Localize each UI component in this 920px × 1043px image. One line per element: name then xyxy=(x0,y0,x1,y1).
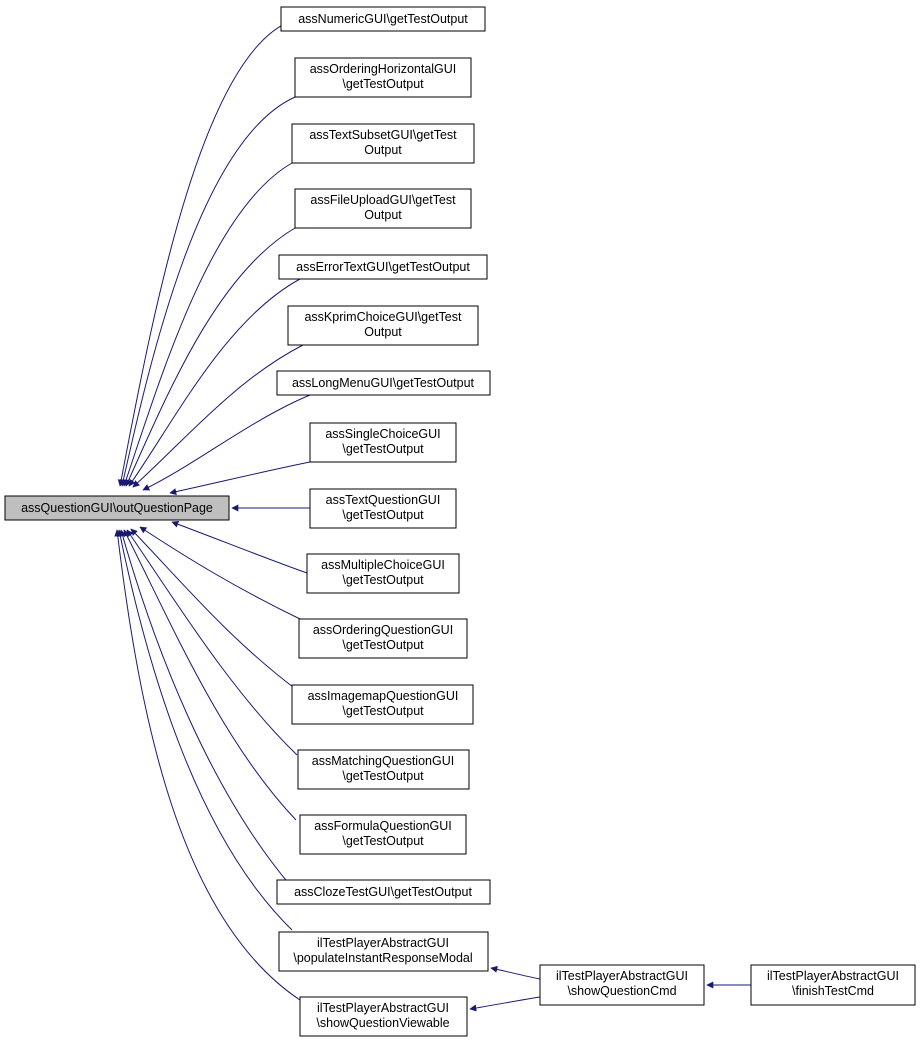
call-edge-18 xyxy=(469,996,541,1012)
caller-node-label: assNumericGUI\getTestOutput xyxy=(298,12,468,26)
call-edge-17 xyxy=(490,965,541,980)
caller-node-label: assClozeTestGUI\getTestOutput xyxy=(294,885,472,899)
caller-node-label: Output xyxy=(364,143,402,157)
caller-node-label: assImagemapQuestionGUI xyxy=(308,689,459,703)
caller-node-label: \getTestOutput xyxy=(342,442,424,456)
caller-node-show-question-viewable[interactable]: ilTestPlayerAbstractGUI \showQuestionVie… xyxy=(299,996,468,1037)
call-edge-4 xyxy=(128,278,301,487)
caller-node-label: \getTestOutput xyxy=(342,77,424,91)
caller-node-label: assMultipleChoiceGUI xyxy=(321,558,445,572)
caller-node-kprim-choice[interactable]: assKprimChoiceGUI\getTest Output xyxy=(287,305,479,346)
caller-node-numeric[interactable]: assNumericGUI\getTestOutput xyxy=(280,6,486,32)
call-edge-16 xyxy=(114,529,301,1001)
call-edge-13 xyxy=(123,529,297,821)
caller-node-formula-question[interactable]: assFormulaQuestionGUI \getTestOutput xyxy=(299,814,467,855)
root-node-label: assQuestionGUI\outQuestionPage xyxy=(21,501,213,515)
caller-node-label: assFileUploadGUI\getTest xyxy=(310,193,456,207)
call-edge-2 xyxy=(122,162,293,487)
node-label: ilTestPlayerAbstractGUI xyxy=(556,969,688,983)
caller-node-populate-instant-response-modal[interactable]: ilTestPlayerAbstractGUI \populateInstant… xyxy=(278,931,489,972)
caller-node-label: Output xyxy=(364,325,402,339)
caller-node-label: assSingleChoiceGUI xyxy=(325,427,440,441)
caller-node-label: assTextQuestionGUI xyxy=(326,493,441,507)
node-show-question-cmd[interactable]: ilTestPlayerAbstractGUI \showQuestionCmd xyxy=(539,964,705,1006)
caller-node-label: \getTestOutput xyxy=(342,834,424,848)
caller-node-label: assOrderingQuestionGUI xyxy=(313,623,453,637)
caller-node-text-question[interactable]: assTextQuestionGUI \getTestOutput xyxy=(309,488,457,529)
caller-node-label: \getTestOutput xyxy=(342,638,424,652)
edges xyxy=(114,19,751,1012)
call-edge-0 xyxy=(117,19,295,487)
caller-node-label: assMatchingQuestionGUI xyxy=(312,754,454,768)
node-label: \finishTestCmd xyxy=(792,984,874,998)
call-edge-9 xyxy=(171,520,308,574)
caller-node-label: \getTestOutput xyxy=(342,573,424,587)
call-edge-6 xyxy=(142,394,311,491)
caller-node-label: \showQuestionViewable xyxy=(316,1016,449,1030)
caller-node-label: Output xyxy=(364,208,402,222)
caller-node-ordering-question[interactable]: assOrderingQuestionGUI \getTestOutput xyxy=(298,618,468,659)
call-edge-7 xyxy=(169,461,311,496)
call-edge-11 xyxy=(130,528,298,691)
caller-node-label: assTextSubsetGUI\getTest xyxy=(309,128,457,142)
caller-node-label: assFormulaQuestionGUI xyxy=(314,819,452,833)
caller-node-multiple-choice[interactable]: assMultipleChoiceGUI \getTestOutput xyxy=(306,553,460,594)
node-label: \showQuestionCmd xyxy=(567,984,676,998)
caller-node-ordering-horizontal[interactable]: assOrderingHorizontalGUI \getTestOutput xyxy=(294,57,472,98)
caller-node-imagemap-question[interactable]: assImagemapQuestionGUI \getTestOutput xyxy=(291,684,474,725)
call-edge-12 xyxy=(126,529,298,756)
call-edge-15 xyxy=(116,529,293,931)
caller-node-matching-question[interactable]: assMatchingQuestionGUI \getTestOutput xyxy=(297,749,470,790)
caller-node-label: ilTestPlayerAbstractGUI xyxy=(317,936,449,950)
root-node[interactable]: assQuestionGUI\outQuestionPage xyxy=(4,495,230,521)
caller-node-label: \getTestOutput xyxy=(342,508,424,522)
call-edge-10 xyxy=(139,526,301,620)
caller-node-label: \getTestOutput xyxy=(342,704,424,718)
call-edge-3 xyxy=(125,227,296,487)
caller-node-label: \populateInstantResponseModal xyxy=(293,951,472,965)
node-label: ilTestPlayerAbstractGUI xyxy=(767,969,899,983)
caller-node-label: assErrorTextGUI\getTestOutput xyxy=(296,260,470,274)
caller-node-label: assLongMenuGUI\getTestOutput xyxy=(292,376,475,390)
caller-node-label: \getTestOutput xyxy=(342,769,424,783)
call-edge-1 xyxy=(119,96,296,487)
caller-node-file-upload[interactable]: assFileUploadGUI\getTest Output xyxy=(294,188,472,229)
call-edge-14 xyxy=(119,529,291,886)
caller-node-error-text[interactable]: assErrorTextGUI\getTestOutput xyxy=(278,254,488,280)
caller-node-text-subset[interactable]: assTextSubsetGUI\getTest Output xyxy=(291,123,475,164)
caller-node-cloze-test[interactable]: assClozeTestGUI\getTestOutput xyxy=(276,879,491,905)
caller-node-label: assKprimChoiceGUI\getTest xyxy=(304,310,462,324)
caller-node-label: ilTestPlayerAbstractGUI xyxy=(317,1001,449,1015)
caller-node-label: assOrderingHorizontalGUI xyxy=(310,62,457,76)
caller-node-long-menu[interactable]: assLongMenuGUI\getTestOutput xyxy=(276,370,491,396)
call-edge-5 xyxy=(132,344,304,488)
node-finish-test-cmd[interactable]: ilTestPlayerAbstractGUI \finishTestCmd xyxy=(750,964,916,1006)
caller-node-single-choice[interactable]: assSingleChoiceGUI \getTestOutput xyxy=(309,422,457,463)
